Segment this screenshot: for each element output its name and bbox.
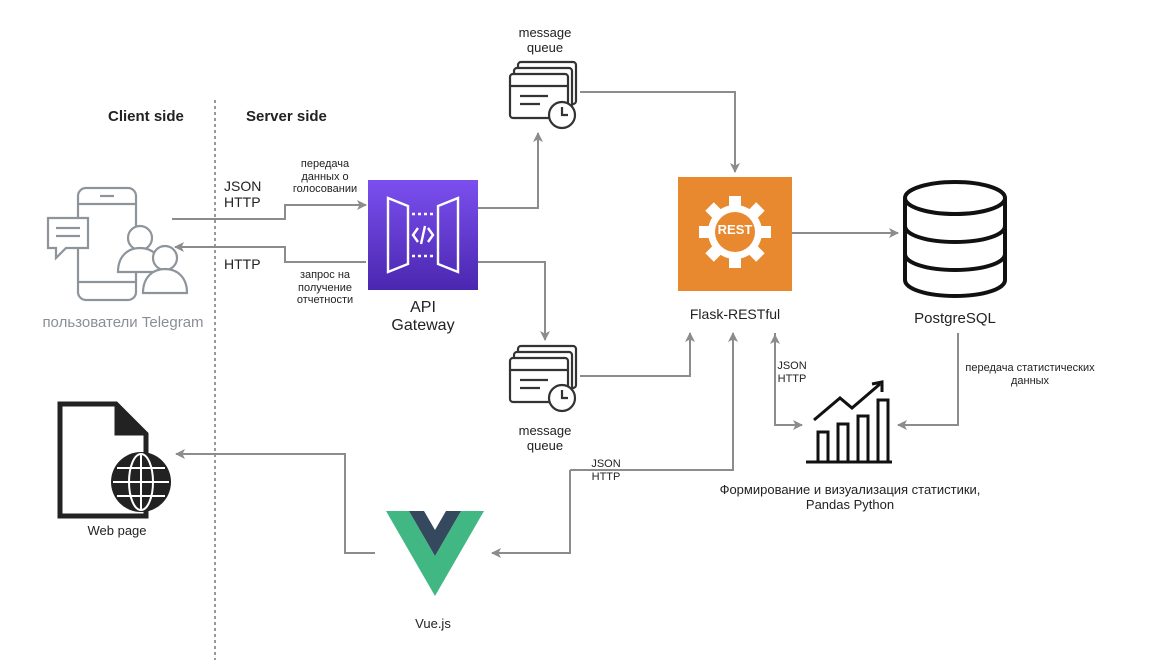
database-icon [903, 180, 1007, 299]
json-http-flask-stats-label: JSON HTTP [777, 360, 807, 385]
edge-flask-to-vue [491, 470, 571, 558]
edge-gateway-to-queue-top [478, 132, 543, 209]
queue-bottom-label: message queue [518, 423, 572, 453]
json-http-vue-label: JSON HTTP [591, 458, 621, 483]
vote-data-label: передача данных о голосовании [292, 158, 358, 196]
bar-chart-trend-icon [806, 380, 892, 464]
edge-vue-to-flask [570, 332, 738, 471]
stat-transfer-label: передача статистических данных [965, 362, 1095, 387]
queue-top-label: message queue [518, 25, 572, 55]
vue-label: Vue.js [415, 616, 451, 631]
message-queue-icon-top [508, 60, 578, 130]
stats-label: Формирование и визуализация статистики, … [719, 482, 981, 512]
edge-vue-to-webpage [175, 449, 375, 554]
edge-queue-top-to-flask [580, 91, 740, 173]
report-request-label: запрос на получение отчетности [296, 269, 354, 307]
postgresql-label: PostgreSQL [914, 310, 996, 327]
json-http-in-label: JSON HTTP [224, 178, 262, 211]
mobile-users-icon [46, 186, 189, 302]
vue-logo-icon [386, 511, 484, 596]
message-queue-icon-bottom [508, 344, 578, 413]
flask-restful-label: Flask-RESTful [689, 306, 781, 322]
client-side-header: Client side [108, 108, 184, 125]
api-gateway-label: API Gateway [391, 299, 455, 335]
edge-postgres-to-stats [897, 333, 959, 430]
http-out-label: HTTP [224, 256, 261, 272]
rest-badge-text: REST [717, 222, 753, 237]
api-gateway-icon [368, 180, 478, 290]
rest-gear-icon [678, 177, 792, 291]
telegram-users-label: пользователи Telegram [42, 314, 204, 331]
web-page-globe-icon [57, 401, 171, 519]
server-side-header: Server side [246, 108, 327, 125]
edge-gateway-to-telegram [174, 242, 366, 263]
edges [172, 91, 959, 558]
edge-queue-bottom-to-flask [580, 332, 695, 377]
web-page-label: Web page [87, 523, 147, 538]
edge-gateway-to-queue-bottom [478, 261, 550, 341]
edge-telegram-to-gateway [172, 200, 367, 220]
